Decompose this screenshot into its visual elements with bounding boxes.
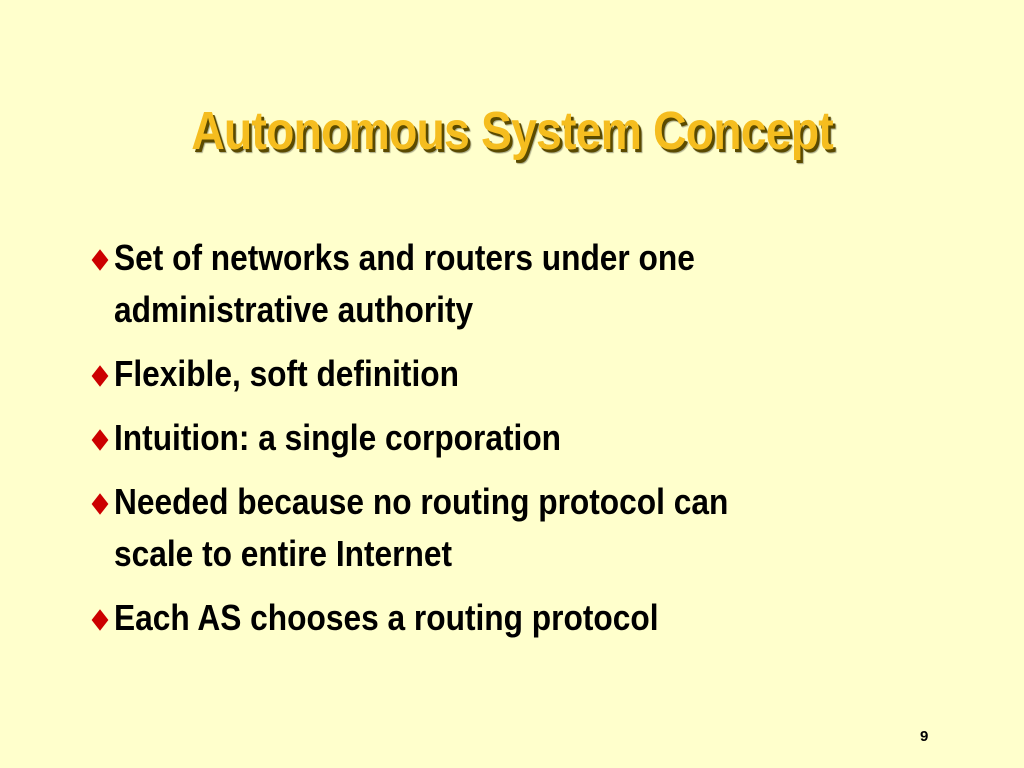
bullet-item: Flexible, soft definition [88, 348, 988, 400]
diamond-icon [91, 365, 109, 387]
bullet-text: Each AS chooses a routing protocol [114, 592, 659, 644]
bullet-line: Flexible, soft definition [114, 353, 459, 394]
bullet-item: Needed because no routing protocol can s… [88, 476, 988, 580]
bullet-item: Each AS chooses a routing protocol [88, 592, 988, 644]
bullet-text: Set of networks and routers under one ad… [114, 232, 695, 336]
page-number: 9 [920, 728, 929, 745]
bullet-text: Needed because no routing protocol can s… [114, 476, 728, 580]
bullet-line: Each AS chooses a routing protocol [114, 597, 659, 638]
bullet-item: Intuition: a single corporation [88, 412, 988, 464]
bullet-line: Needed because no routing protocol can [114, 481, 729, 522]
bullet-line: scale to entire Internet [114, 533, 453, 574]
diamond-icon [91, 249, 109, 271]
bullet-line: administrative authority [114, 289, 474, 330]
bullet-item: Set of networks and routers under one ad… [88, 232, 988, 336]
diamond-icon [91, 429, 109, 451]
bullet-text: Intuition: a single corporation [114, 412, 561, 464]
bullet-line: Intuition: a single corporation [114, 417, 562, 458]
bullet-list: Set of networks and routers under one ad… [88, 232, 988, 656]
diamond-icon [91, 609, 109, 631]
diamond-icon [91, 493, 109, 515]
bullet-line: Set of networks and routers under one [114, 237, 695, 278]
bullet-text: Flexible, soft definition [114, 348, 459, 400]
slide-title: Autonomous System Concept [191, 101, 833, 161]
